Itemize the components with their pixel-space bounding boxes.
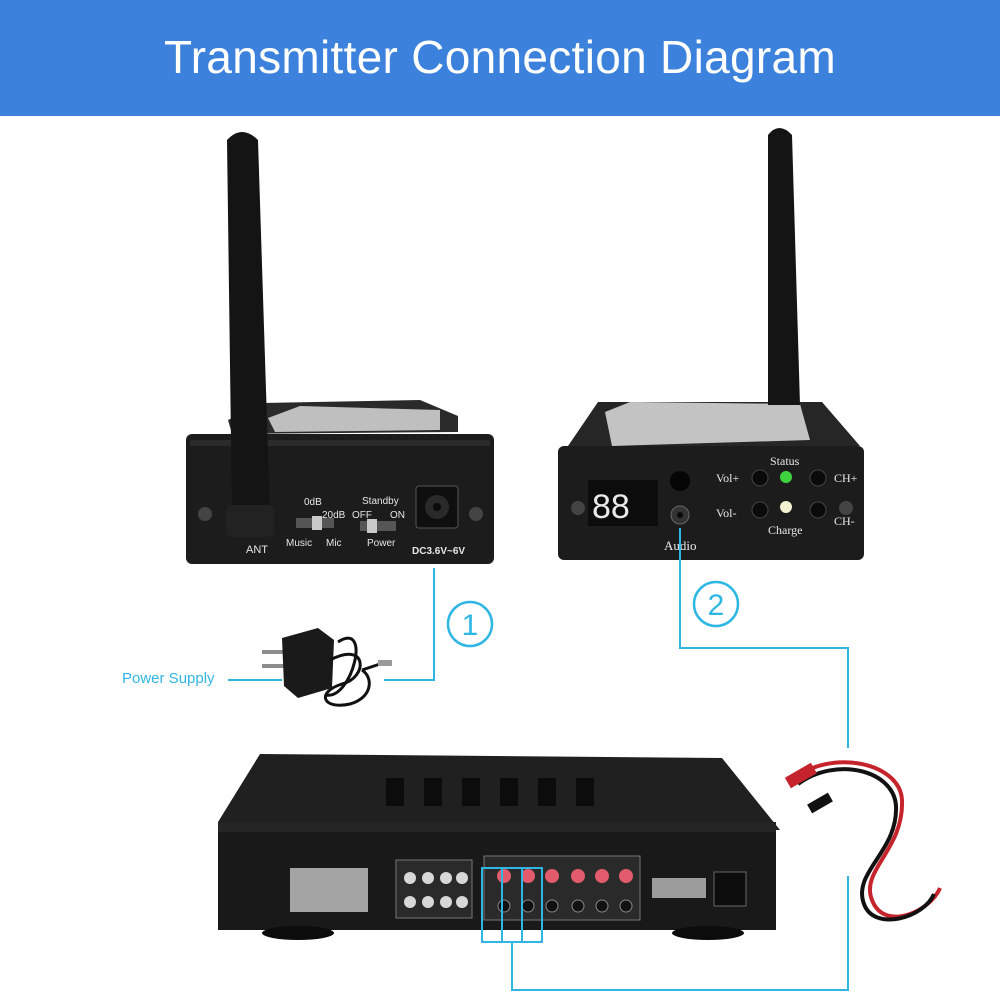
step-1-marker: 1 xyxy=(446,600,494,648)
charge-label: Charge xyxy=(768,523,802,537)
warning-label-plate xyxy=(290,868,368,912)
amp-input-highlight xyxy=(481,867,543,943)
ch-up-label: CH+ xyxy=(834,471,858,485)
connector-lines xyxy=(228,528,849,991)
ant-label: ANT xyxy=(246,544,268,556)
page-title: Transmitter Connection Diagram xyxy=(164,31,836,83)
connector-audio-to-cable xyxy=(679,528,849,748)
vol-down-label: Vol- xyxy=(716,506,736,520)
gain-20db-label: 20dB xyxy=(322,510,346,521)
power-supply-label: Power Supply xyxy=(122,670,215,687)
vol-down-button[interactable] xyxy=(751,501,769,519)
step-2-number: 2 xyxy=(708,589,725,622)
status-led xyxy=(780,471,792,483)
off-label: OFF xyxy=(352,510,372,521)
power-switch[interactable] xyxy=(360,521,396,531)
status-label: Status xyxy=(770,454,800,468)
display-digits: 88 xyxy=(592,488,630,526)
antenna-left xyxy=(227,132,270,515)
antenna-right xyxy=(768,128,800,405)
amplifier-power-socket xyxy=(713,871,747,907)
charge-led xyxy=(780,501,792,513)
header-bar xyxy=(0,0,1000,116)
music-label: Music xyxy=(286,538,312,549)
channel-display xyxy=(588,480,658,526)
power-switch-label: Power xyxy=(367,538,396,549)
dc-label: DC3.6V~6V xyxy=(412,546,465,557)
ir-sensor xyxy=(670,471,690,491)
connector-dc-to-adapter xyxy=(384,568,435,681)
step-2-marker: 2 xyxy=(692,580,740,628)
on-label: ON xyxy=(390,510,405,521)
amplifier xyxy=(218,754,780,940)
mic-label: Mic xyxy=(326,538,342,549)
ch-down-label: CH- xyxy=(834,514,855,528)
vol-up-label: Vol+ xyxy=(716,471,739,485)
vol-up-button[interactable] xyxy=(751,469,769,487)
standby-label: Standby xyxy=(362,496,399,507)
step-1-number: 1 xyxy=(462,609,479,642)
gain-0db-label: 0dB xyxy=(304,497,322,508)
audio-cable xyxy=(784,760,942,922)
transmitter-front: 88 Audio Vol+ Vol- Status Charge CH+ CH- xyxy=(558,128,864,560)
power-adapter xyxy=(262,628,392,707)
ch-up-button[interactable] xyxy=(809,469,827,487)
connector-cable-to-amp xyxy=(511,876,849,991)
transmitter-rear: ANT 0dB 20dB Music Mic Standby OFF ON Po… xyxy=(186,132,494,564)
ch-down-button[interactable] xyxy=(809,501,827,519)
